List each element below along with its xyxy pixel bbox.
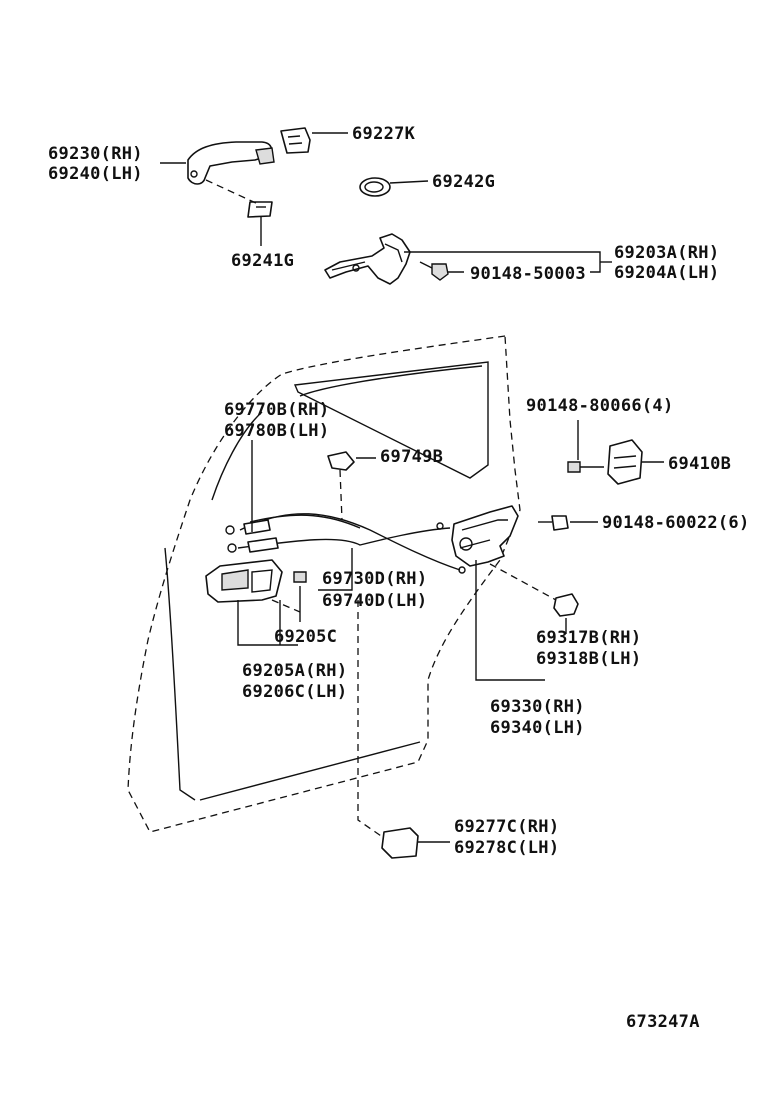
cover-detail [287, 135, 303, 145]
cable-clip-upper [243, 519, 271, 535]
label-69242G[interactable]: 69242G [432, 172, 495, 192]
label-69230[interactable]: 69230(RH) [48, 144, 143, 164]
label-69749B[interactable]: 69749B [380, 447, 443, 467]
cable-clamp[interactable] [327, 451, 355, 471]
cable-end-lower [227, 543, 237, 553]
label-69203A[interactable]: 69203A(RH) [614, 243, 719, 263]
window-frame-inner [299, 365, 483, 397]
inside-handle-cup [251, 569, 273, 593]
label-69241G[interactable]: 69241G [231, 251, 294, 271]
label-69240[interactable]: 69240(LH) [48, 164, 143, 184]
dash-69317B [489, 563, 557, 601]
catalog-code: 673247A [626, 1012, 700, 1032]
handle-cover[interactable] [280, 127, 311, 154]
screw-50003-shank [419, 261, 433, 269]
label-69205A[interactable]: 69205A(RH) [242, 661, 347, 681]
screw-69205C[interactable] [293, 571, 307, 583]
cable-end-lock-a [436, 522, 444, 530]
frame-hole [352, 264, 360, 272]
door-outline [127, 335, 521, 833]
handle-end-cap [255, 147, 275, 165]
label-69410B[interactable]: 69410B [668, 454, 731, 474]
screw-80066[interactable] [567, 461, 581, 473]
inside-handle-lever [221, 569, 249, 591]
dash-69205C [271, 599, 301, 613]
label-69277C[interactable]: 69277C(RH) [454, 817, 559, 837]
lock-assembly-detail [459, 519, 508, 549]
label-90148-60022[interactable]: 90148-60022(6) [602, 513, 750, 533]
label-69730D[interactable]: 69730D(RH) [322, 569, 427, 589]
screw-50003[interactable] [431, 263, 449, 281]
cable-clip-lower [247, 537, 279, 553]
label-69205C[interactable]: 69205C [274, 627, 337, 647]
outside-door-handle[interactable] [187, 141, 273, 185]
door-bottom-edge [199, 741, 421, 801]
label-69317B[interactable]: 69317B(RH) [536, 628, 641, 648]
label-69770B[interactable]: 69770B(RH) [224, 400, 329, 420]
label-69278C[interactable]: 69278C(LH) [454, 838, 559, 858]
label-69740D[interactable]: 69740D(LH) [322, 591, 427, 611]
dash-69749B [339, 469, 343, 521]
frame-detail [331, 243, 403, 271]
door-inner-edge [164, 547, 196, 801]
handle-pad-small[interactable] [247, 201, 273, 218]
leader-69330 [475, 560, 545, 681]
striker-detail [613, 455, 637, 469]
outside-handle-group [160, 127, 612, 285]
label-90148-50003[interactable]: 90148-50003 [470, 264, 586, 284]
lock-and-cable-group [205, 420, 664, 859]
dash-69241G [205, 179, 259, 205]
handle-pivot [190, 170, 198, 178]
label-90148-80066[interactable]: 90148-80066(4) [526, 396, 674, 416]
lock-assembly-pivot [459, 537, 473, 551]
door-striker[interactable] [607, 439, 643, 485]
leader-69205A [237, 600, 298, 646]
leader-69730D [318, 548, 353, 591]
door-inner-trim [211, 411, 263, 501]
cable-secondary [249, 514, 361, 529]
label-69206C[interactable]: 69206C(LH) [242, 682, 347, 702]
cable-end-lock-b [458, 566, 466, 574]
part-labels: 69230(RH) 69240(LH) 69227K 69242G 69241G… [48, 124, 750, 1032]
label-69780B[interactable]: 69780B(LH) [224, 421, 329, 441]
cable-end-upper [225, 525, 235, 535]
inside-handle-bezel[interactable] [381, 827, 419, 859]
label-69204A[interactable]: 69204A(LH) [614, 263, 719, 283]
outside-handle-frame[interactable] [324, 233, 411, 285]
lock-cover-cap[interactable] [553, 593, 579, 617]
door-panel-outer-edge [127, 335, 521, 833]
cable-69730D[interactable] [237, 527, 451, 549]
label-69227K[interactable]: 69227K [352, 124, 416, 144]
label-69318B[interactable]: 69318B(LH) [536, 649, 641, 669]
pad-inner [364, 181, 384, 193]
label-69340[interactable]: 69340(LH) [490, 718, 585, 738]
door-lock-assembly[interactable] [451, 505, 519, 567]
label-69330[interactable]: 69330(RH) [490, 697, 585, 717]
handle-pad[interactable] [359, 177, 391, 197]
dash-69277C [357, 600, 385, 839]
door-window-frame [293, 361, 489, 479]
leader-69242G [389, 180, 429, 184]
screw-60022[interactable] [551, 515, 569, 531]
